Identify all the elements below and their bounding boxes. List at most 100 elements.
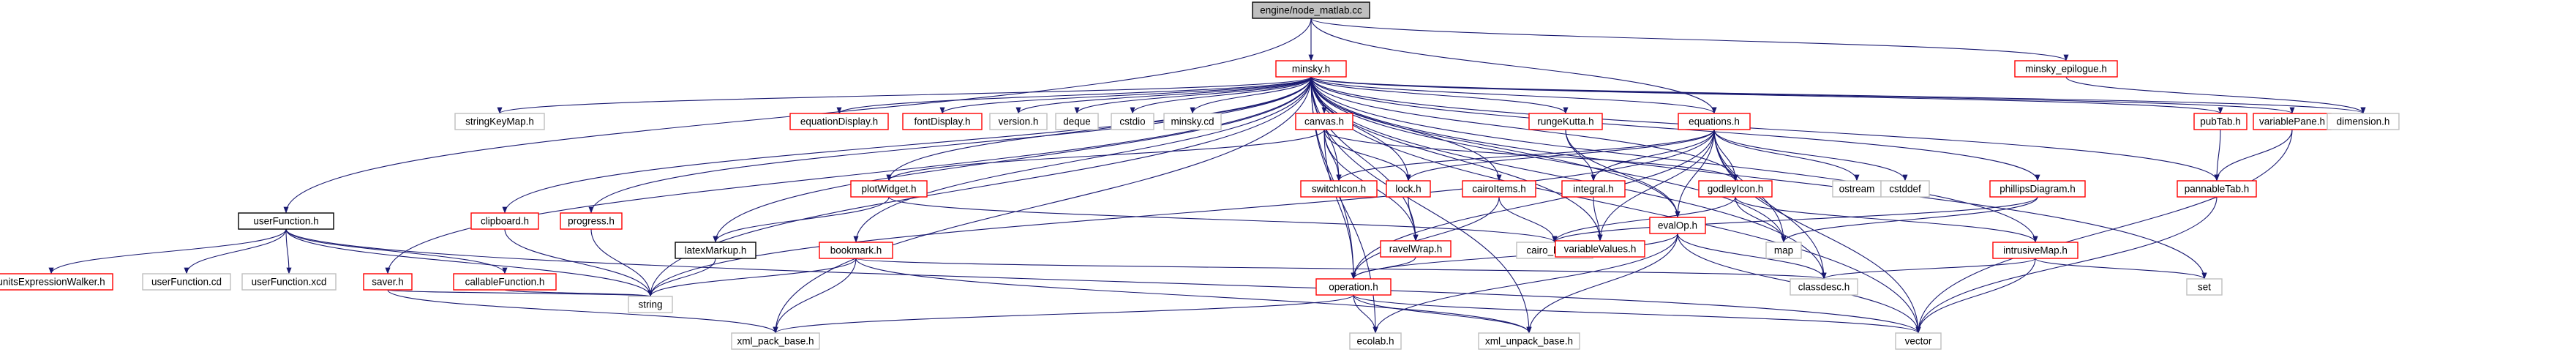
node-box	[1349, 332, 1402, 350]
edge-minsky-h-to-clipboard-h	[502, 76, 1312, 214]
edge-userfunction-h-to-userfunction-xcd	[285, 228, 292, 274]
edge-bookmark-h-to-xml-unpack-base-h	[855, 258, 1532, 334]
node-box	[241, 273, 337, 291]
node-label: godleyIcon.h	[1708, 184, 1764, 195]
node-label: userFunction.xcd	[252, 277, 327, 288]
node-label: string	[638, 299, 662, 310]
node-box	[1765, 242, 1802, 259]
node-label: canvas.h	[1304, 116, 1344, 127]
edge-minsky-h-to-phillipsdiagram-h	[1310, 76, 2040, 182]
node-label: stringKeyMap.h	[465, 116, 534, 127]
node-evalop-h[interactable]: evalOp.h	[1649, 217, 1706, 234]
node-label: fontDisplay.h	[914, 116, 970, 127]
node-minsky-epilogue-h[interactable]: minsky_epilogue.h	[2014, 60, 2118, 78]
node-box	[1698, 180, 1773, 198]
node-label: vector	[1905, 336, 1932, 347]
node-label: xml_pack_base.h	[737, 336, 814, 347]
node-rungekutta-h[interactable]: rungeKutta.h	[1528, 113, 1603, 130]
dependency-nodes: engine/node_matlab.cc minsky.h minsky_epil…	[0, 1, 2400, 350]
node-box	[1163, 113, 1222, 130]
edge-minsky-h-to-variablevalues-h	[1310, 76, 1603, 242]
edge-operation-h-to-vector	[1353, 294, 1921, 334]
edge-godleyicon-h-to-map	[1735, 196, 1787, 243]
edge-intrusivemap-h-to-vector	[1915, 258, 2036, 334]
edge-minsky-h-to-fontdisplay-h	[939, 76, 1312, 114]
node-fontdisplay-h[interactable]: fontDisplay.h	[902, 113, 983, 130]
node-map: map	[1765, 242, 1802, 259]
edge-phillipsdiagram-h-to-map	[1781, 196, 2038, 243]
node-minsky-h[interactable]: minsky.h	[1275, 60, 1347, 78]
edge-minsky-h-to-set	[1310, 76, 2207, 280]
edge-equations-h-to-string	[647, 129, 1715, 297]
edge-bookmark-h-to-xml-pack-base-h	[773, 258, 857, 334]
edge-minsky-h-to-progress-h	[588, 76, 1312, 214]
node-plotwidget-h[interactable]: plotWidget.h	[850, 180, 928, 198]
node-userfunction-xcd: userFunction.xcd	[241, 273, 337, 291]
node-label: classdesc.h	[1798, 282, 1850, 293]
edge-equations-h-to-integral-h	[1591, 129, 1715, 182]
node-label: pannableTab.h	[2185, 184, 2250, 195]
node-label: equationDisplay.h	[800, 116, 878, 127]
node-box	[1462, 180, 1536, 198]
node-ravelwrap-h[interactable]: ravelWrap.h	[1380, 240, 1452, 258]
node-label: cstddef	[1889, 184, 1921, 195]
node-label: pubTab.h	[2200, 116, 2241, 127]
node-unitsexpressionwalker-h[interactable]: unitsExpressionWalker.h	[0, 273, 113, 291]
node-latexmarkup-h[interactable]: latexMarkup.h	[675, 242, 756, 259]
node-intrusivemap-h[interactable]: intrusiveMap.h	[1992, 242, 2079, 259]
edge-minsky-h-to-equationdisplay-h	[836, 76, 1312, 114]
node-canvas-h[interactable]: canvas.h	[1295, 113, 1353, 130]
node-box	[2177, 180, 2257, 198]
node-progress-h[interactable]: progress.h	[560, 212, 623, 230]
node-label: equations.h	[1689, 116, 1740, 127]
node-godleyicon-h[interactable]: godleyIcon.h	[1698, 180, 1773, 198]
node-box	[1478, 332, 1580, 350]
edge-minsky-h-to-equations-h	[1310, 76, 1717, 114]
node-label: variableValues.h	[1564, 244, 1637, 255]
edge-intrusivemap-h-to-classdesc-h	[1821, 258, 2036, 280]
node-cairoitems-h[interactable]: cairoItems.h	[1462, 180, 1536, 198]
edge-minsky-h-to-pannabletab-h	[1310, 76, 2220, 182]
node-set: set	[2186, 278, 2223, 296]
edge-minsky-h-to-intrusivemap-h	[1310, 76, 2038, 243]
node-equationdisplay-h[interactable]: equationDisplay.h	[789, 113, 889, 130]
edge-pubtab-h-to-pannabletab-h	[2214, 129, 2221, 182]
edge-minsky-h-to-rungekutta-h	[1310, 76, 1569, 114]
node-lock-h[interactable]: lock.h	[1386, 180, 1431, 198]
node-label: variablePane.h	[2259, 116, 2325, 127]
edge-operation-h-to-ecolab-h	[1353, 294, 1378, 334]
node-label: evalOp.h	[1658, 220, 1697, 231]
node-clipboard-h[interactable]: clipboard.h	[470, 212, 539, 230]
node-engine-node-matlab-cc[interactable]: engine/node_matlab.cc	[1252, 1, 1370, 19]
node-userfunction-h[interactable]: userFunction.h	[238, 212, 334, 230]
node-box	[1111, 113, 1154, 130]
node-label: intrusiveMap.h	[2003, 245, 2068, 256]
node-label: ostream	[1839, 184, 1875, 195]
node-phillipsdiagram-h[interactable]: phillipsDiagram.h	[1989, 180, 2086, 198]
edge-minsky-h-to-map	[1310, 76, 1787, 243]
edge-saver-h-to-string	[387, 289, 653, 297]
node-stringkeymap-h: stringKeyMap.h	[454, 113, 545, 130]
node-pannabletab-h[interactable]: pannableTab.h	[2177, 180, 2257, 198]
node-pubtab-h[interactable]: pubTab.h	[2193, 113, 2248, 130]
edge-evalop-h-to-ecolab-h	[1373, 233, 1678, 334]
node-variablepane-h[interactable]: variablePane.h	[2253, 113, 2332, 130]
node-integral-h[interactable]: integral.h	[1561, 180, 1626, 198]
node-label: userFunction.cd	[151, 277, 222, 288]
edge-minsky-h-to-dimension-h	[1310, 76, 2366, 114]
node-equations-h[interactable]: equations.h	[1678, 113, 1751, 130]
node-callablefunction-h[interactable]: callableFunction.h	[453, 273, 557, 291]
node-box	[1989, 180, 2086, 198]
node-switchicon-h[interactable]: switchIcon.h	[1300, 180, 1378, 198]
edge-godleyicon-h-to-cairo-base-h	[1552, 196, 1736, 243]
edge-minsky-h-to-evalop-h	[1310, 76, 1681, 218]
node-saver-h[interactable]: saver.h	[363, 273, 413, 291]
node-box	[789, 113, 889, 130]
node-bookmark-h[interactable]: bookmark.h	[819, 242, 893, 259]
node-version-h: version.h	[989, 113, 1048, 130]
node-label: saver.h	[372, 277, 404, 288]
node-operation-h[interactable]: operation.h	[1315, 278, 1392, 296]
node-minsky-cd: minsky.cd	[1163, 113, 1222, 130]
edge-minsky-h-to-pubtab-h	[1310, 76, 2223, 114]
node-variablevalues-h[interactable]: variableValues.h	[1555, 240, 1645, 258]
